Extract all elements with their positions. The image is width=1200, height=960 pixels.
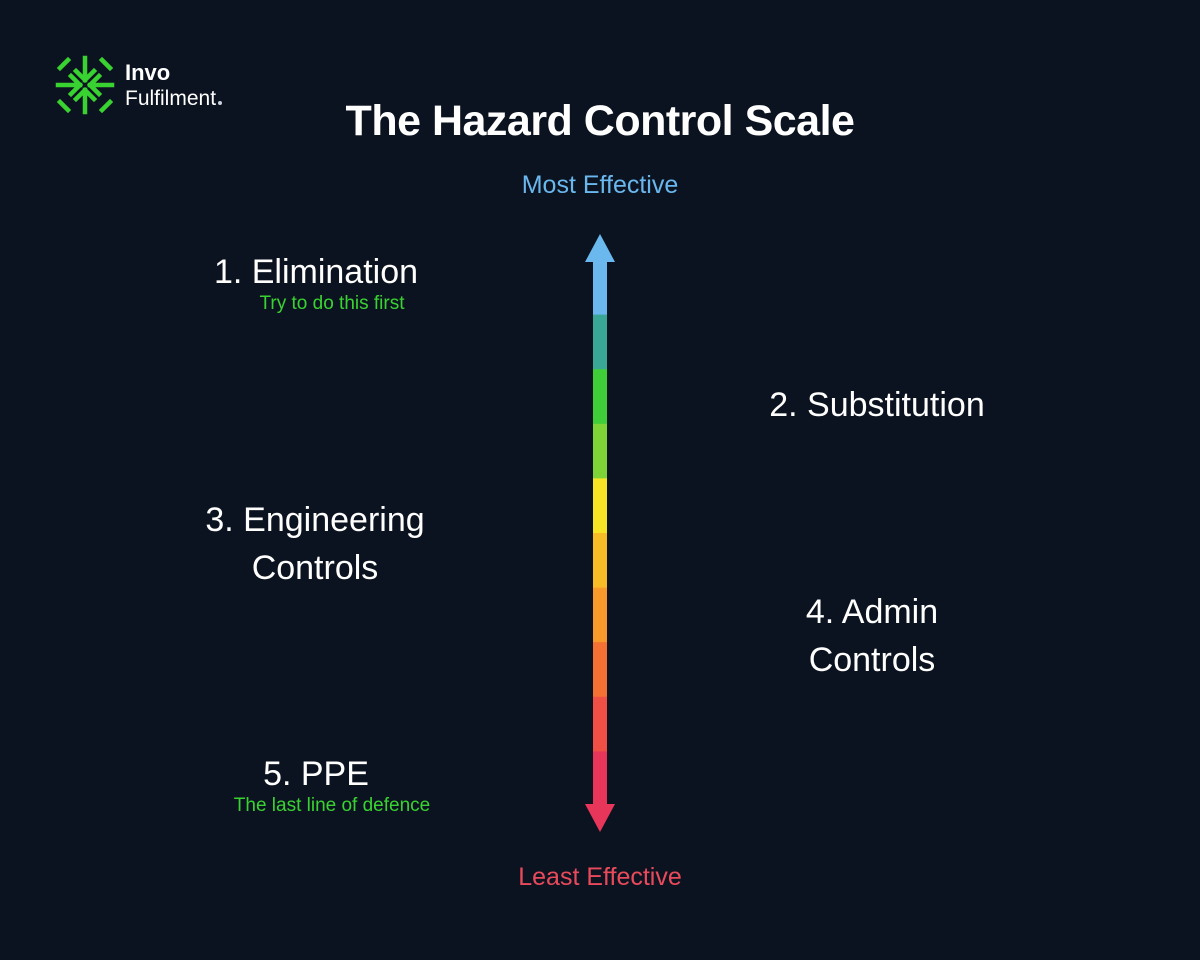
arrow-segment [593,587,607,643]
brand-dot [218,101,223,105]
arrow-segment [593,642,607,698]
four-inward-arrows-icon [55,55,115,115]
step-ppe-note: The last line of defence [233,795,431,816]
brand-name-line2: Fulfilment [125,87,223,111]
least-effective-label: Least Effective [518,863,682,891]
most-effective-label: Most Effective [521,171,679,199]
step-engineering-line1: 3. Engineering [205,501,425,539]
arrow-head-up [585,234,615,262]
arrow-head-down [585,804,615,832]
arrow-segment [593,751,607,807]
arrow-segments [593,260,607,807]
arrow-segment [593,314,607,370]
step-ppe: 5. PPE [263,755,369,793]
arrow-segment [593,478,607,534]
arrow-segment [593,533,607,589]
arrow-segment [593,260,607,316]
arrow-segment [593,369,607,425]
effectiveness-arrow [585,234,615,832]
brand-logo: Invo Fulfilment [54,54,254,116]
step-engineering-controls: 3. Engineering Controls [155,496,475,592]
page-title: The Hazard Control Scale [345,97,855,145]
arrow-segment [593,423,607,479]
step-engineering-line2: Controls [251,549,379,587]
step-admin-controls: 4. Admin Controls [712,588,1032,684]
step-admin-line1: 4. Admin [805,593,939,631]
step-admin-line2: Controls [808,641,936,679]
brand-name-line1: Invo [125,60,171,85]
step-substitution: 2. Substitution [769,386,985,424]
arrow-segment [593,696,607,752]
step-elimination: 1. Elimination [213,253,419,291]
step-elimination-note: Try to do this first [259,293,405,314]
brand-name-line2-text: Fulfilment [125,87,217,110]
